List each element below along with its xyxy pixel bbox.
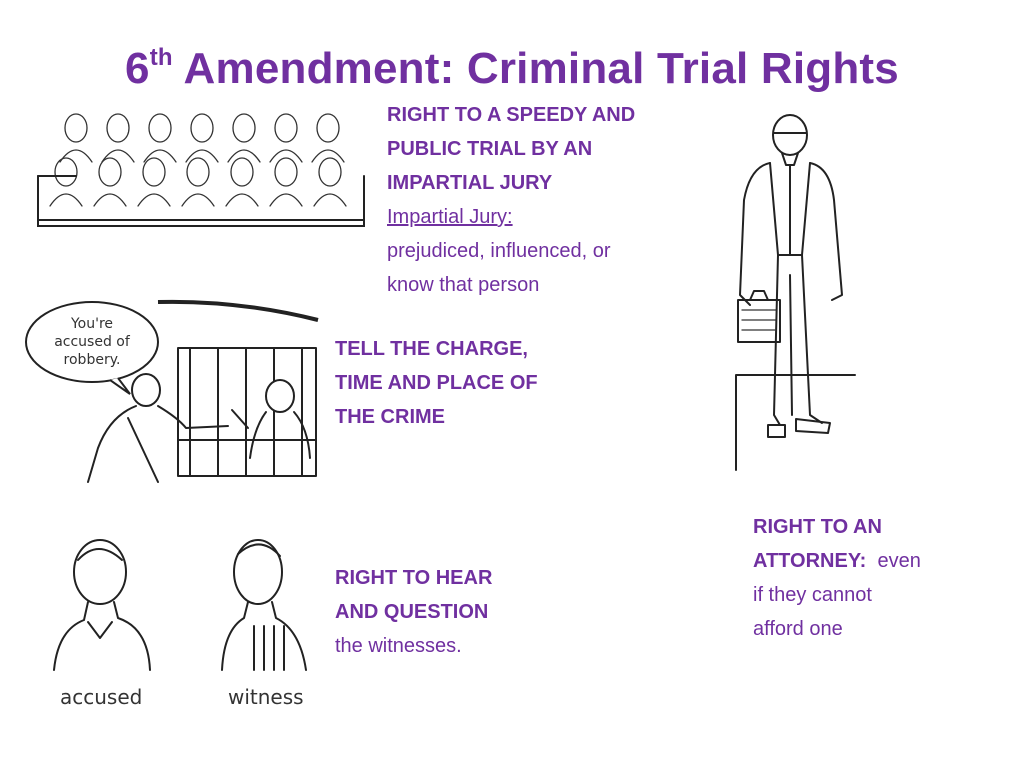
slide-title: 6th Amendment: Criminal Trial Rights	[0, 44, 1024, 94]
attorney-line2: ATTORNEY: even	[753, 544, 993, 578]
attorney-line2-bold: ATTORNEY:	[753, 550, 867, 572]
juror-head	[316, 113, 340, 143]
charge-line2: TIME AND PLACE OF	[335, 372, 538, 394]
juror-body	[49, 193, 83, 207]
juror-body	[137, 193, 171, 207]
juror-body	[185, 149, 219, 163]
juror-body	[181, 193, 215, 207]
witnesses-line3: the witnesses.	[335, 635, 462, 657]
juror-head	[232, 113, 256, 143]
jury-box-illustration	[37, 113, 365, 227]
juror-body	[101, 149, 135, 163]
juror-head	[274, 157, 298, 187]
title-text: Amendment: Criminal Trial Rights	[172, 44, 899, 93]
juror-head	[64, 113, 88, 143]
juror-head	[190, 113, 214, 143]
accused-label: accused	[60, 685, 142, 709]
speech-line3: robbery.	[64, 352, 121, 368]
accused-figure	[53, 539, 151, 671]
juror-body	[311, 149, 345, 163]
impartial-jury-term: Impartial Jury:	[387, 206, 513, 228]
juror-body	[59, 149, 93, 163]
juror-body	[269, 193, 303, 207]
juror-head	[54, 157, 78, 187]
speech-line1: You're	[70, 316, 113, 332]
speedy-trial-line3: IMPARTIAL JURY	[387, 172, 553, 194]
witnesses-line2: AND QUESTION	[335, 601, 489, 623]
witness-label: witness	[228, 685, 304, 709]
juror-head	[106, 113, 130, 143]
speedy-trial-block: RIGHT TO A SPEEDY AND PUBLIC TRIAL BY AN…	[387, 98, 707, 302]
juror-head	[98, 157, 122, 187]
attorney-line2-rest: even	[866, 550, 921, 572]
juror-body	[269, 149, 303, 163]
attorney-illustration	[735, 114, 856, 471]
accused-and-witness-illustration: accused witness	[53, 539, 307, 709]
accused-of-robbery-illustration: You're accused of robbery.	[25, 299, 319, 483]
juror-body	[225, 193, 259, 207]
juror-head	[230, 157, 254, 187]
speedy-trial-line1: RIGHT TO A SPEEDY AND	[387, 104, 636, 126]
attorney-line4: afford one	[753, 618, 843, 640]
juror-head	[148, 113, 172, 143]
charge-block: TELL THE CHARGE, TIME AND PLACE OF THE C…	[335, 332, 635, 434]
charge-line3: THE CRIME	[335, 406, 445, 428]
juror-body	[227, 149, 261, 163]
juror-body	[143, 149, 177, 163]
juror-head	[186, 157, 210, 187]
witnesses-block: RIGHT TO HEAR AND QUESTION the witnesses…	[335, 561, 635, 663]
juror-head	[318, 157, 342, 187]
speech-line2: accused of	[54, 334, 131, 350]
witness-figure	[221, 539, 307, 671]
attorney-line3: if they cannot	[753, 584, 872, 606]
juror-head	[274, 113, 298, 143]
charge-line1: TELL THE CHARGE,	[335, 338, 528, 360]
witnesses-line1: RIGHT TO HEAR	[335, 567, 493, 589]
impartial-jury-def2: know that person	[387, 274, 540, 296]
juror-head	[142, 157, 166, 187]
attorney-line1: RIGHT TO AN	[753, 516, 882, 538]
speedy-trial-line2: PUBLIC TRIAL BY AN	[387, 138, 593, 160]
impartial-jury-def1: prejudiced, influenced, or	[387, 240, 611, 262]
speech-bubble: You're accused of robbery.	[25, 301, 159, 395]
juror-body	[313, 193, 347, 207]
title-superscript: th	[149, 44, 173, 71]
title-number: 6	[125, 44, 150, 93]
juror-body	[93, 193, 127, 207]
attorney-block: RIGHT TO AN ATTORNEY: even if they canno…	[753, 510, 993, 646]
